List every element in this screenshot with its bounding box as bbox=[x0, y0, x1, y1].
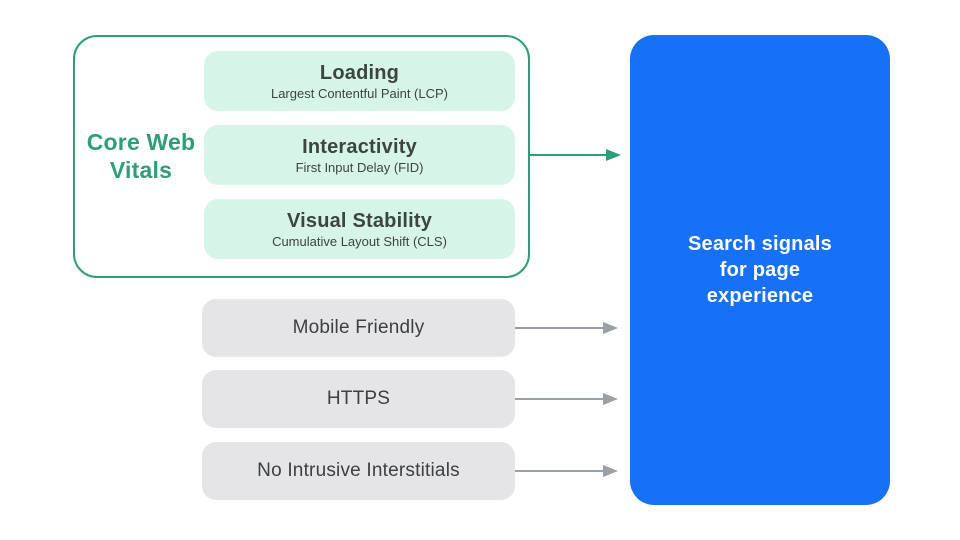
signal-pill-https: HTTPS bbox=[202, 370, 515, 428]
result-box: Search signals for page experience bbox=[630, 35, 890, 505]
arrow-https bbox=[515, 393, 618, 405]
arrow-no-intrusive-interstitials bbox=[515, 465, 618, 477]
signal-label: HTTPS bbox=[326, 388, 391, 409]
signal-pill-no-intrusive-interstitials: No Intrusive Interstitials bbox=[202, 442, 515, 500]
metric-title: Visual Stability bbox=[286, 209, 433, 232]
metric-pill-visual-stability: Visual Stability Cumulative Layout Shift… bbox=[204, 199, 515, 259]
metric-subtitle: First Input Delay (FID) bbox=[295, 159, 424, 175]
metric-subtitle: Cumulative Layout Shift (CLS) bbox=[272, 233, 447, 249]
metric-subtitle: Largest Contentful Paint (LCP) bbox=[270, 85, 449, 101]
metric-title: Interactivity bbox=[302, 135, 417, 158]
core-web-vitals-label: Core Web Vitals bbox=[86, 128, 196, 183]
arrow-core-web-vitals bbox=[529, 149, 621, 161]
metric-pill-interactivity: Interactivity First Input Delay (FID) bbox=[204, 125, 515, 185]
arrow-mobile-friendly bbox=[515, 322, 618, 334]
result-line: for page bbox=[719, 259, 801, 281]
signal-pill-mobile-friendly: Mobile Friendly bbox=[202, 299, 515, 357]
result-line: experience bbox=[706, 285, 814, 307]
signal-label: No Intrusive Interstitials bbox=[257, 460, 460, 481]
signal-label: Mobile Friendly bbox=[292, 317, 425, 338]
result-line: Search signals bbox=[688, 233, 832, 255]
metric-title: Loading bbox=[319, 61, 400, 84]
metric-pill-loading: Loading Largest Contentful Paint (LCP) bbox=[204, 51, 515, 111]
